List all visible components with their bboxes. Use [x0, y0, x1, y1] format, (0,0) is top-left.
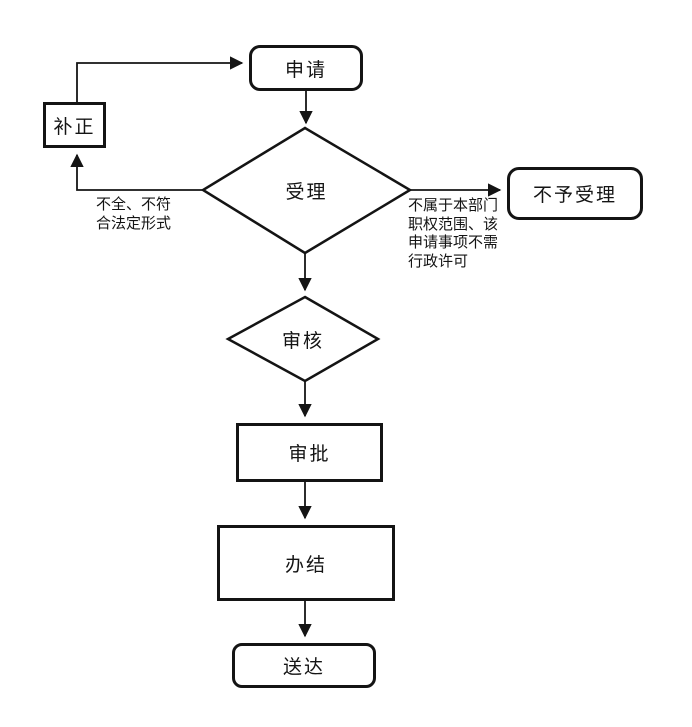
- node-apply: 申请: [249, 45, 363, 91]
- edge-correction-to-apply: [76, 56, 244, 102]
- edge-label-incomplete-form: 不全、不符 合法定形式: [96, 196, 172, 232]
- decision-accept-shape: [200, 126, 413, 255]
- node-complete-label: 办结: [284, 554, 327, 576]
- node-reject-label: 不予受理: [532, 185, 617, 206]
- node-complete: 办结: [217, 525, 395, 601]
- node-deliver-label: 送达: [282, 657, 325, 678]
- edge-label-not-in-scope: 不属于本部门 职权范围、该 申请事项不需 行政许可: [408, 197, 499, 270]
- node-correction-label: 补正: [53, 116, 96, 138]
- node-correction: 补正: [43, 102, 106, 148]
- node-deliver: 送达: [232, 643, 376, 688]
- node-approve-label: 审批: [288, 444, 331, 465]
- node-apply-label: 申请: [284, 59, 327, 81]
- node-reject: 不予受理: [507, 167, 643, 220]
- edge-accept-to-correction: [70, 153, 203, 191]
- decision-review-shape: [225, 295, 381, 383]
- node-approve: 审批: [236, 423, 383, 482]
